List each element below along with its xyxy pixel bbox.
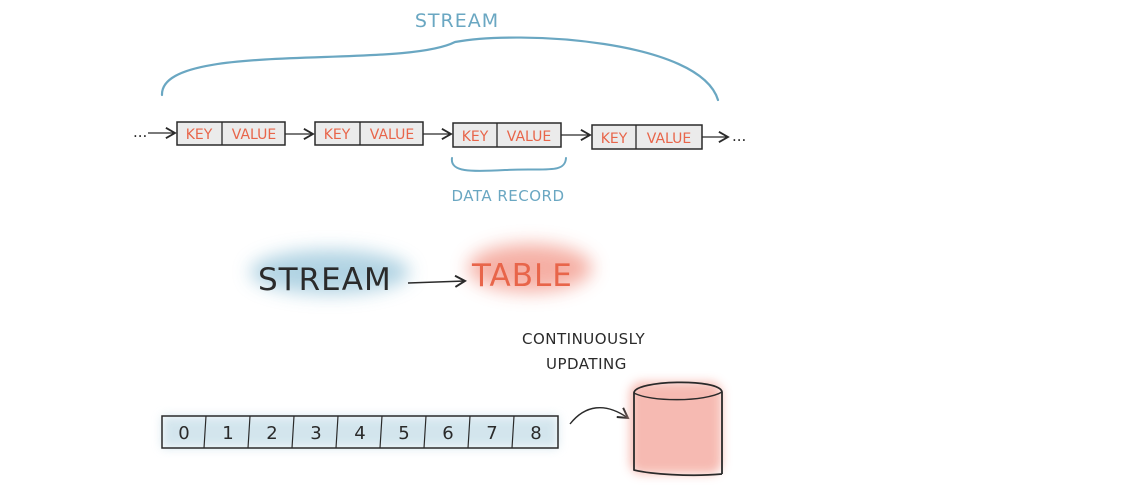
stream-title: STREAM <box>415 10 499 32</box>
data-record-2: KEY VALUE <box>314 121 424 146</box>
data-record-label: DATA RECORD <box>451 187 564 205</box>
log-cell-7: 7 <box>486 423 497 444</box>
ellipsis-left: ... <box>133 123 147 141</box>
record-key: KEY <box>601 131 628 147</box>
log-cell-divider <box>247 415 251 449</box>
log-cell-divider <box>423 415 427 449</box>
table-caption-line1: CONTINUOUSLY <box>522 330 645 348</box>
log-to-table-arrow <box>569 406 630 425</box>
log-strip-border <box>161 415 559 449</box>
ellipsis-right: ... <box>732 127 746 145</box>
log-cell-divider <box>203 415 207 449</box>
stream-blob <box>250 250 410 294</box>
conversion-arrow <box>407 274 467 288</box>
conversion-from: STREAM <box>258 262 392 298</box>
log-cell-5: 5 <box>398 423 409 444</box>
data-record-1: KEY VALUE <box>176 121 286 146</box>
stream-brace <box>160 36 720 102</box>
record-value: VALUE <box>232 127 276 143</box>
log-cell-3: 3 <box>310 423 321 444</box>
log-cell-6: 6 <box>442 423 453 444</box>
table-caption-line2: UPDATING <box>546 355 627 373</box>
log-cells: 0 1 2 3 4 5 6 7 8 <box>178 415 542 449</box>
log-strip: 0 1 2 3 4 5 6 7 8 <box>161 415 559 449</box>
log-cell-divider <box>291 415 295 449</box>
table-cylinder <box>630 381 723 477</box>
record-value: VALUE <box>647 131 691 147</box>
record-value: VALUE <box>507 129 551 145</box>
record-key: KEY <box>186 127 213 143</box>
log-cell-divider <box>335 415 339 449</box>
data-record-brace <box>450 157 567 172</box>
stream-to-table: STREAM TABLE <box>250 244 592 298</box>
log-cell-1: 1 <box>222 423 233 444</box>
log-cell-divider <box>467 415 471 449</box>
log-cell-2: 2 <box>266 423 277 444</box>
record-value: VALUE <box>370 127 414 143</box>
data-record-4: KEY VALUE <box>591 124 703 150</box>
record-key: KEY <box>462 129 489 145</box>
data-record-3: KEY VALUE <box>452 122 562 148</box>
record-key: KEY <box>324 127 351 143</box>
record-chain: ... KEY VALUE KEY VALUE KEY VALUE <box>133 121 746 150</box>
conversion-to: TABLE <box>471 258 573 294</box>
log-cell-8: 8 <box>530 423 541 444</box>
log-cell-divider <box>511 415 515 449</box>
log-strip-fill <box>162 416 558 448</box>
log-cell-0: 0 <box>178 423 189 444</box>
table-blob <box>468 244 592 292</box>
table-cylinder-top <box>633 391 723 401</box>
log-cell-divider <box>379 415 383 449</box>
table-cylinder-outline <box>633 381 723 477</box>
table-cylinder-fill <box>630 382 722 474</box>
log-cell-4: 4 <box>354 423 365 444</box>
